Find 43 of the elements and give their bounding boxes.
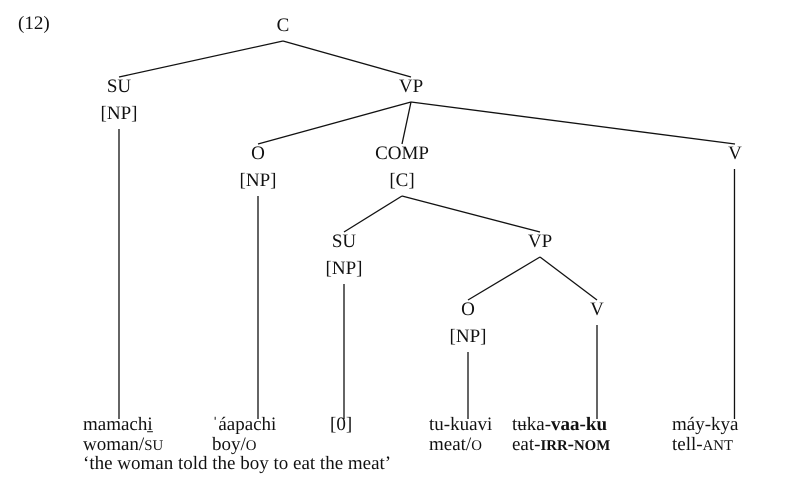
- gloss: eat-IRR-NOM: [512, 435, 610, 456]
- node-label: O: [250, 142, 266, 166]
- tree-branch: [118, 40, 284, 78]
- tree-branch: [540, 256, 598, 301]
- word: mamachi̱: [83, 415, 154, 435]
- category-label: [NP]: [450, 325, 486, 349]
- tree-branch: [467, 352, 469, 419]
- tree-branch: [401, 102, 412, 144]
- word: ˈáapachi: [212, 415, 276, 435]
- node-label: VP: [398, 75, 424, 99]
- example-number: (12): [18, 12, 50, 36]
- tree-branch: [410, 101, 736, 145]
- node-label: COMP: [375, 142, 429, 166]
- translation-caption: ‘the woman told the boy to eat the meat’: [83, 454, 392, 474]
- node-label: SU: [106, 75, 132, 99]
- tree-branch: [596, 325, 598, 419]
- word: tu-kuavi: [429, 415, 492, 435]
- gloss: woman/SU: [83, 435, 164, 456]
- tree-branch: [282, 40, 412, 78]
- category-label: [C]: [388, 169, 416, 193]
- tree-branch: [343, 284, 345, 419]
- tree-branch: [402, 195, 540, 233]
- tree-branch: [257, 196, 259, 419]
- category-label: [NP]: [100, 102, 138, 126]
- word: máy-kya: [672, 415, 738, 435]
- tree-branch: [734, 169, 736, 419]
- gloss: tell-ANT: [672, 435, 734, 456]
- node-label: VP: [528, 230, 552, 254]
- gloss: boy/O: [212, 435, 258, 456]
- category-label: [NP]: [240, 169, 276, 193]
- tree-branch: [118, 129, 120, 419]
- node-label: O: [460, 298, 476, 322]
- tree-branch: [468, 256, 540, 301]
- tree-branch: [344, 195, 402, 233]
- word: tʉka-vaa-ku: [512, 415, 608, 435]
- node-label: V: [590, 298, 604, 322]
- node-label: V: [728, 142, 742, 166]
- tree-branch: [258, 101, 412, 145]
- category-label: [NP]: [326, 257, 362, 281]
- node-label: C: [276, 14, 290, 38]
- gloss: meat/O: [429, 435, 483, 456]
- word: [0]: [330, 415, 352, 435]
- node-label: SU: [330, 230, 358, 254]
